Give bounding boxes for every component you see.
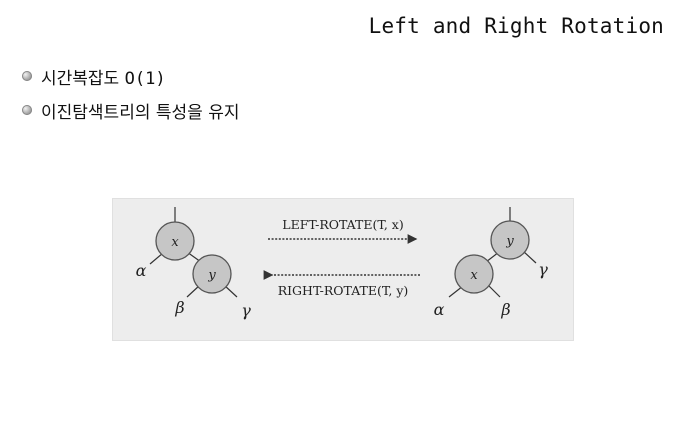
bullet-item-bst-property: 이진탐색트리의 특성을 유지: [22, 98, 240, 123]
rotation-diagram: x y α β γ LEFT-ROTATE(T, x) RIGHT-ROTATE…: [112, 198, 574, 341]
right-tree-gamma-label: γ: [538, 260, 548, 279]
bullet-item-complexity: 시간복잡도 O(1): [22, 64, 240, 89]
right-tree-node-x-label: x: [470, 268, 478, 283]
right-tree-beta-label: β: [500, 300, 510, 319]
left-tree-alpha-label: α: [136, 261, 147, 280]
bullet-text: 이진탐색트리의 특성을 유지: [41, 102, 240, 123]
right-tree-alpha-label: α: [434, 300, 445, 319]
right-tree-edge-y-gamma: [522, 250, 537, 264]
left-tree-node-x-label: x: [171, 235, 179, 250]
left-tree-gamma-label: γ: [241, 301, 251, 320]
right-tree-node-y: y: [490, 220, 530, 260]
left-rotate-label: LEFT-ROTATE(T, x): [282, 217, 403, 232]
slide-title: Left and Right Rotation: [368, 14, 664, 38]
left-tree-beta-label: β: [174, 298, 184, 317]
left-tree-edge-x-alpha: [149, 252, 164, 265]
bullet-text: 시간복잡도 O(1): [41, 64, 166, 89]
rotation-diagram-svg: x y α β γ LEFT-ROTATE(T, x) RIGHT-ROTATE…: [136, 207, 548, 320]
bullet-text-big-o: O(1): [124, 68, 166, 89]
left-tree-node-x: x: [155, 221, 195, 261]
right-tree-node-x: x: [454, 254, 494, 294]
bullet-list: 시간복잡도 O(1) 이진탐색트리의 특성을 유지: [22, 64, 240, 132]
bullet-text-korean: 시간복잡도: [41, 68, 125, 89]
right-rotate-label: RIGHT-ROTATE(T, y): [278, 283, 409, 298]
bullet-icon: [22, 71, 32, 81]
left-tree-node-y-label: y: [207, 268, 216, 283]
left-tree-node-y: y: [192, 254, 232, 294]
right-tree-node-y-label: y: [505, 234, 514, 249]
right-tree-edge-x-beta: [487, 284, 501, 298]
bullet-icon: [22, 105, 32, 115]
